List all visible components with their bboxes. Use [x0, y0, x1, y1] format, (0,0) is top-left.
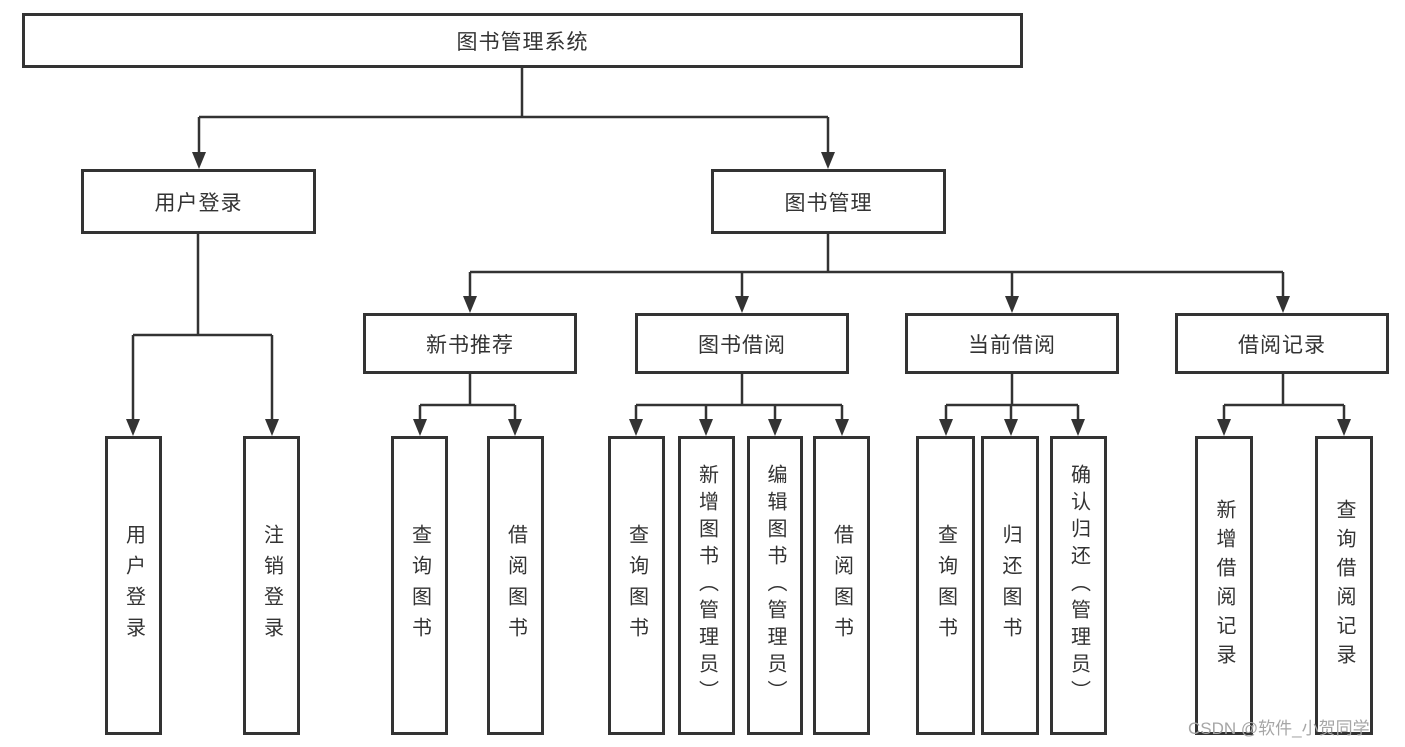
node-library-management-system: 图书管理系统 — [22, 13, 1023, 68]
leaf-query-books-borrowing: 查询图书 — [608, 436, 665, 735]
leaf-query-books-recommend: 查询图书 — [391, 436, 448, 735]
node-current-borrowing: 当前借阅 — [905, 313, 1119, 374]
node-user-login: 用户登录 — [81, 169, 316, 234]
leaf-user-login: 用户登录 — [105, 436, 162, 735]
node-label: 新增借阅记录 — [1213, 498, 1235, 673]
node-label: 借阅图书 — [830, 523, 853, 648]
node-label: 用户登录 — [154, 191, 243, 215]
node-label: 图书管理系统 — [456, 30, 589, 54]
node-label: 注销登录 — [260, 523, 283, 648]
node-label: 编辑图书（管理员） — [764, 464, 786, 707]
node-label: 查询图书 — [934, 523, 957, 648]
leaf-query-borrow-record: 查询借阅记录 — [1315, 436, 1373, 735]
leaf-borrow-books-borrowing: 借阅图书 — [813, 436, 870, 735]
leaf-confirm-return-admin: 确认归还（管理员） — [1050, 436, 1107, 735]
node-label: 图书管理 — [784, 191, 873, 215]
node-label: 新增图书（管理员） — [695, 464, 718, 707]
node-label: 查询借阅记录 — [1333, 498, 1355, 673]
node-label: 用户登录 — [122, 523, 145, 648]
node-book-management: 图书管理 — [711, 169, 946, 234]
node-label: 新书推荐 — [426, 333, 514, 357]
node-new-book-recommend: 新书推荐 — [363, 313, 577, 374]
node-label: 图书借阅 — [698, 333, 786, 357]
leaf-add-book-admin: 新增图书（管理员） — [678, 436, 735, 735]
leaf-borrow-books-recommend: 借阅图书 — [487, 436, 544, 735]
node-label: 查询图书 — [625, 523, 648, 648]
leaf-query-books-current: 查询图书 — [916, 436, 975, 735]
leaf-return-books: 归还图书 — [981, 436, 1039, 735]
arrowheads — [126, 152, 1351, 436]
leaf-add-borrow-record: 新增借阅记录 — [1195, 436, 1253, 735]
node-label: 确认归还（管理员） — [1067, 464, 1090, 707]
node-borrowing-records: 借阅记录 — [1175, 313, 1389, 374]
leaf-logout: 注销登录 — [243, 436, 300, 735]
csdn-watermark: CSDN @软件_小贺同学 — [1188, 719, 1370, 738]
node-label: 当前借阅 — [968, 333, 1056, 357]
node-book-borrowing: 图书借阅 — [635, 313, 849, 374]
node-label: 归还图书 — [999, 523, 1021, 648]
node-label: 借阅记录 — [1238, 333, 1326, 357]
node-label: 查询图书 — [408, 523, 431, 648]
node-label: 借阅图书 — [504, 523, 527, 648]
leaf-edit-book-admin: 编辑图书（管理员） — [747, 436, 803, 735]
